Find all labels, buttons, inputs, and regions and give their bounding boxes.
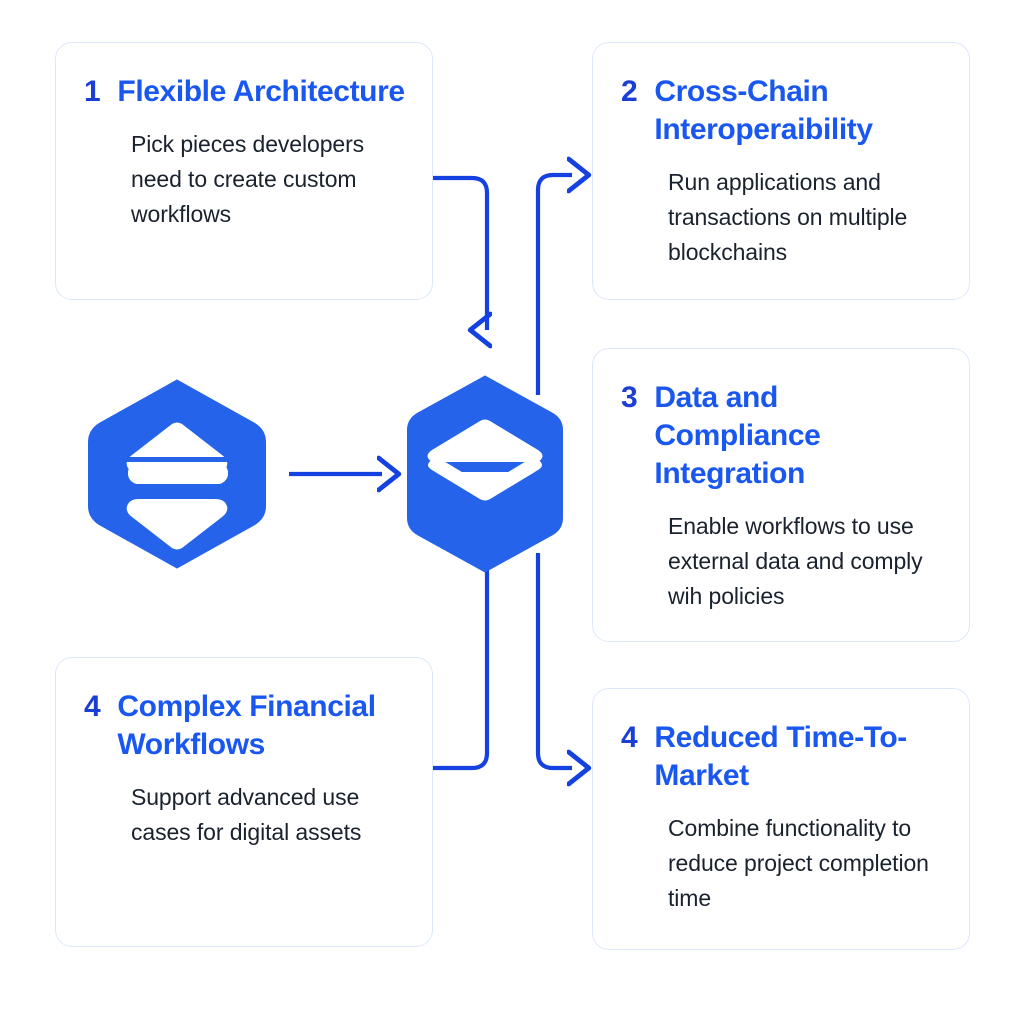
card-number: 3 — [621, 381, 638, 414]
card-data-and-compliance-integration[interactable]: 3 Data and Compliance Integration Enable… — [592, 348, 970, 642]
card-flexible-architecture[interactable]: 1 Flexible Architecture Pick pieces deve… — [55, 42, 433, 300]
card-header: 4 Reduced Time-To-Market — [621, 719, 943, 795]
card-reduced-time-to-market[interactable]: 4 Reduced Time-To-Market Combine functio… — [592, 688, 970, 950]
arrow-up-card4-to-target — [433, 567, 490, 771]
hexagon-stack-bars-icon — [88, 379, 266, 569]
card-number: 4 — [84, 690, 101, 723]
card-body: Support advanced use cases for digital a… — [131, 784, 362, 845]
card-title: Complex Financial Workflows — [117, 690, 376, 761]
card-body: Run applications and transactions on mul… — [668, 169, 908, 265]
hexagon-layers-icon — [407, 375, 563, 573]
card-number: 1 — [84, 75, 101, 108]
card-complex-financial-workflows[interactable]: 4 Complex Financial Workflows Support ad… — [55, 657, 433, 947]
card-header: 2 Cross-Chain Interoperaibility — [621, 73, 943, 149]
card-title: Reduced Time-To-Market — [654, 721, 907, 792]
card-header: 3 Data and Compliance Integration — [621, 379, 943, 493]
arrow-right-target-to-card5 — [535, 553, 572, 768]
card-body: Combine functionality to reduce project … — [668, 815, 929, 911]
card-title: Cross-Chain Interoperaibility — [654, 75, 873, 146]
card-cross-chain-interoperability[interactable]: 2 Cross-Chain Interoperaibility Run appl… — [592, 42, 970, 300]
card-title: Flexible Architecture — [117, 75, 405, 108]
card-header: 1 Flexible Architecture — [84, 73, 406, 111]
card-number: 4 — [621, 721, 638, 754]
card-title: Data and Compliance Integration — [654, 381, 821, 490]
card-header: 4 Complex Financial Workflows — [84, 688, 406, 764]
card-number: 2 — [621, 75, 638, 108]
card-body: Pick pieces developers need to create cu… — [131, 131, 365, 227]
arrow-down-card1-to-target — [433, 175, 487, 330]
card-body: Enable workflows to use external data an… — [668, 513, 923, 609]
arrow-right-target-to-card2 — [535, 175, 572, 395]
